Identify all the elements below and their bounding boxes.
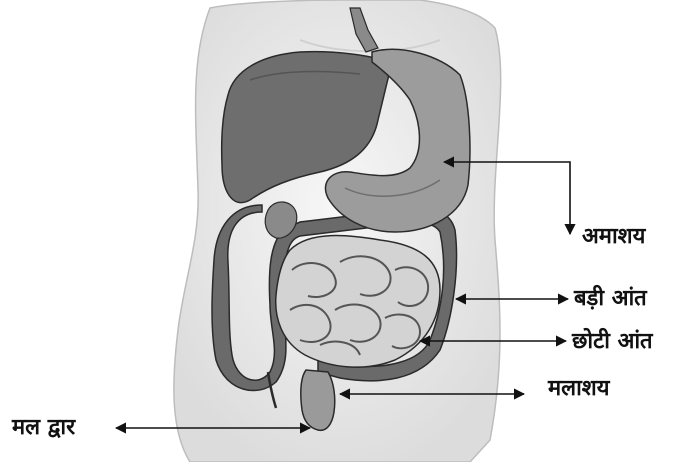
- rectum-label: मलाशय: [548, 378, 610, 400]
- rectum: [301, 370, 335, 430]
- stomach-label: अमाशय: [582, 226, 645, 248]
- small-intestine-label: छोटी आंत: [572, 331, 653, 353]
- large-intestine-label: बड़ी आंत: [574, 288, 647, 310]
- anus-label: मल द्वार: [12, 417, 75, 439]
